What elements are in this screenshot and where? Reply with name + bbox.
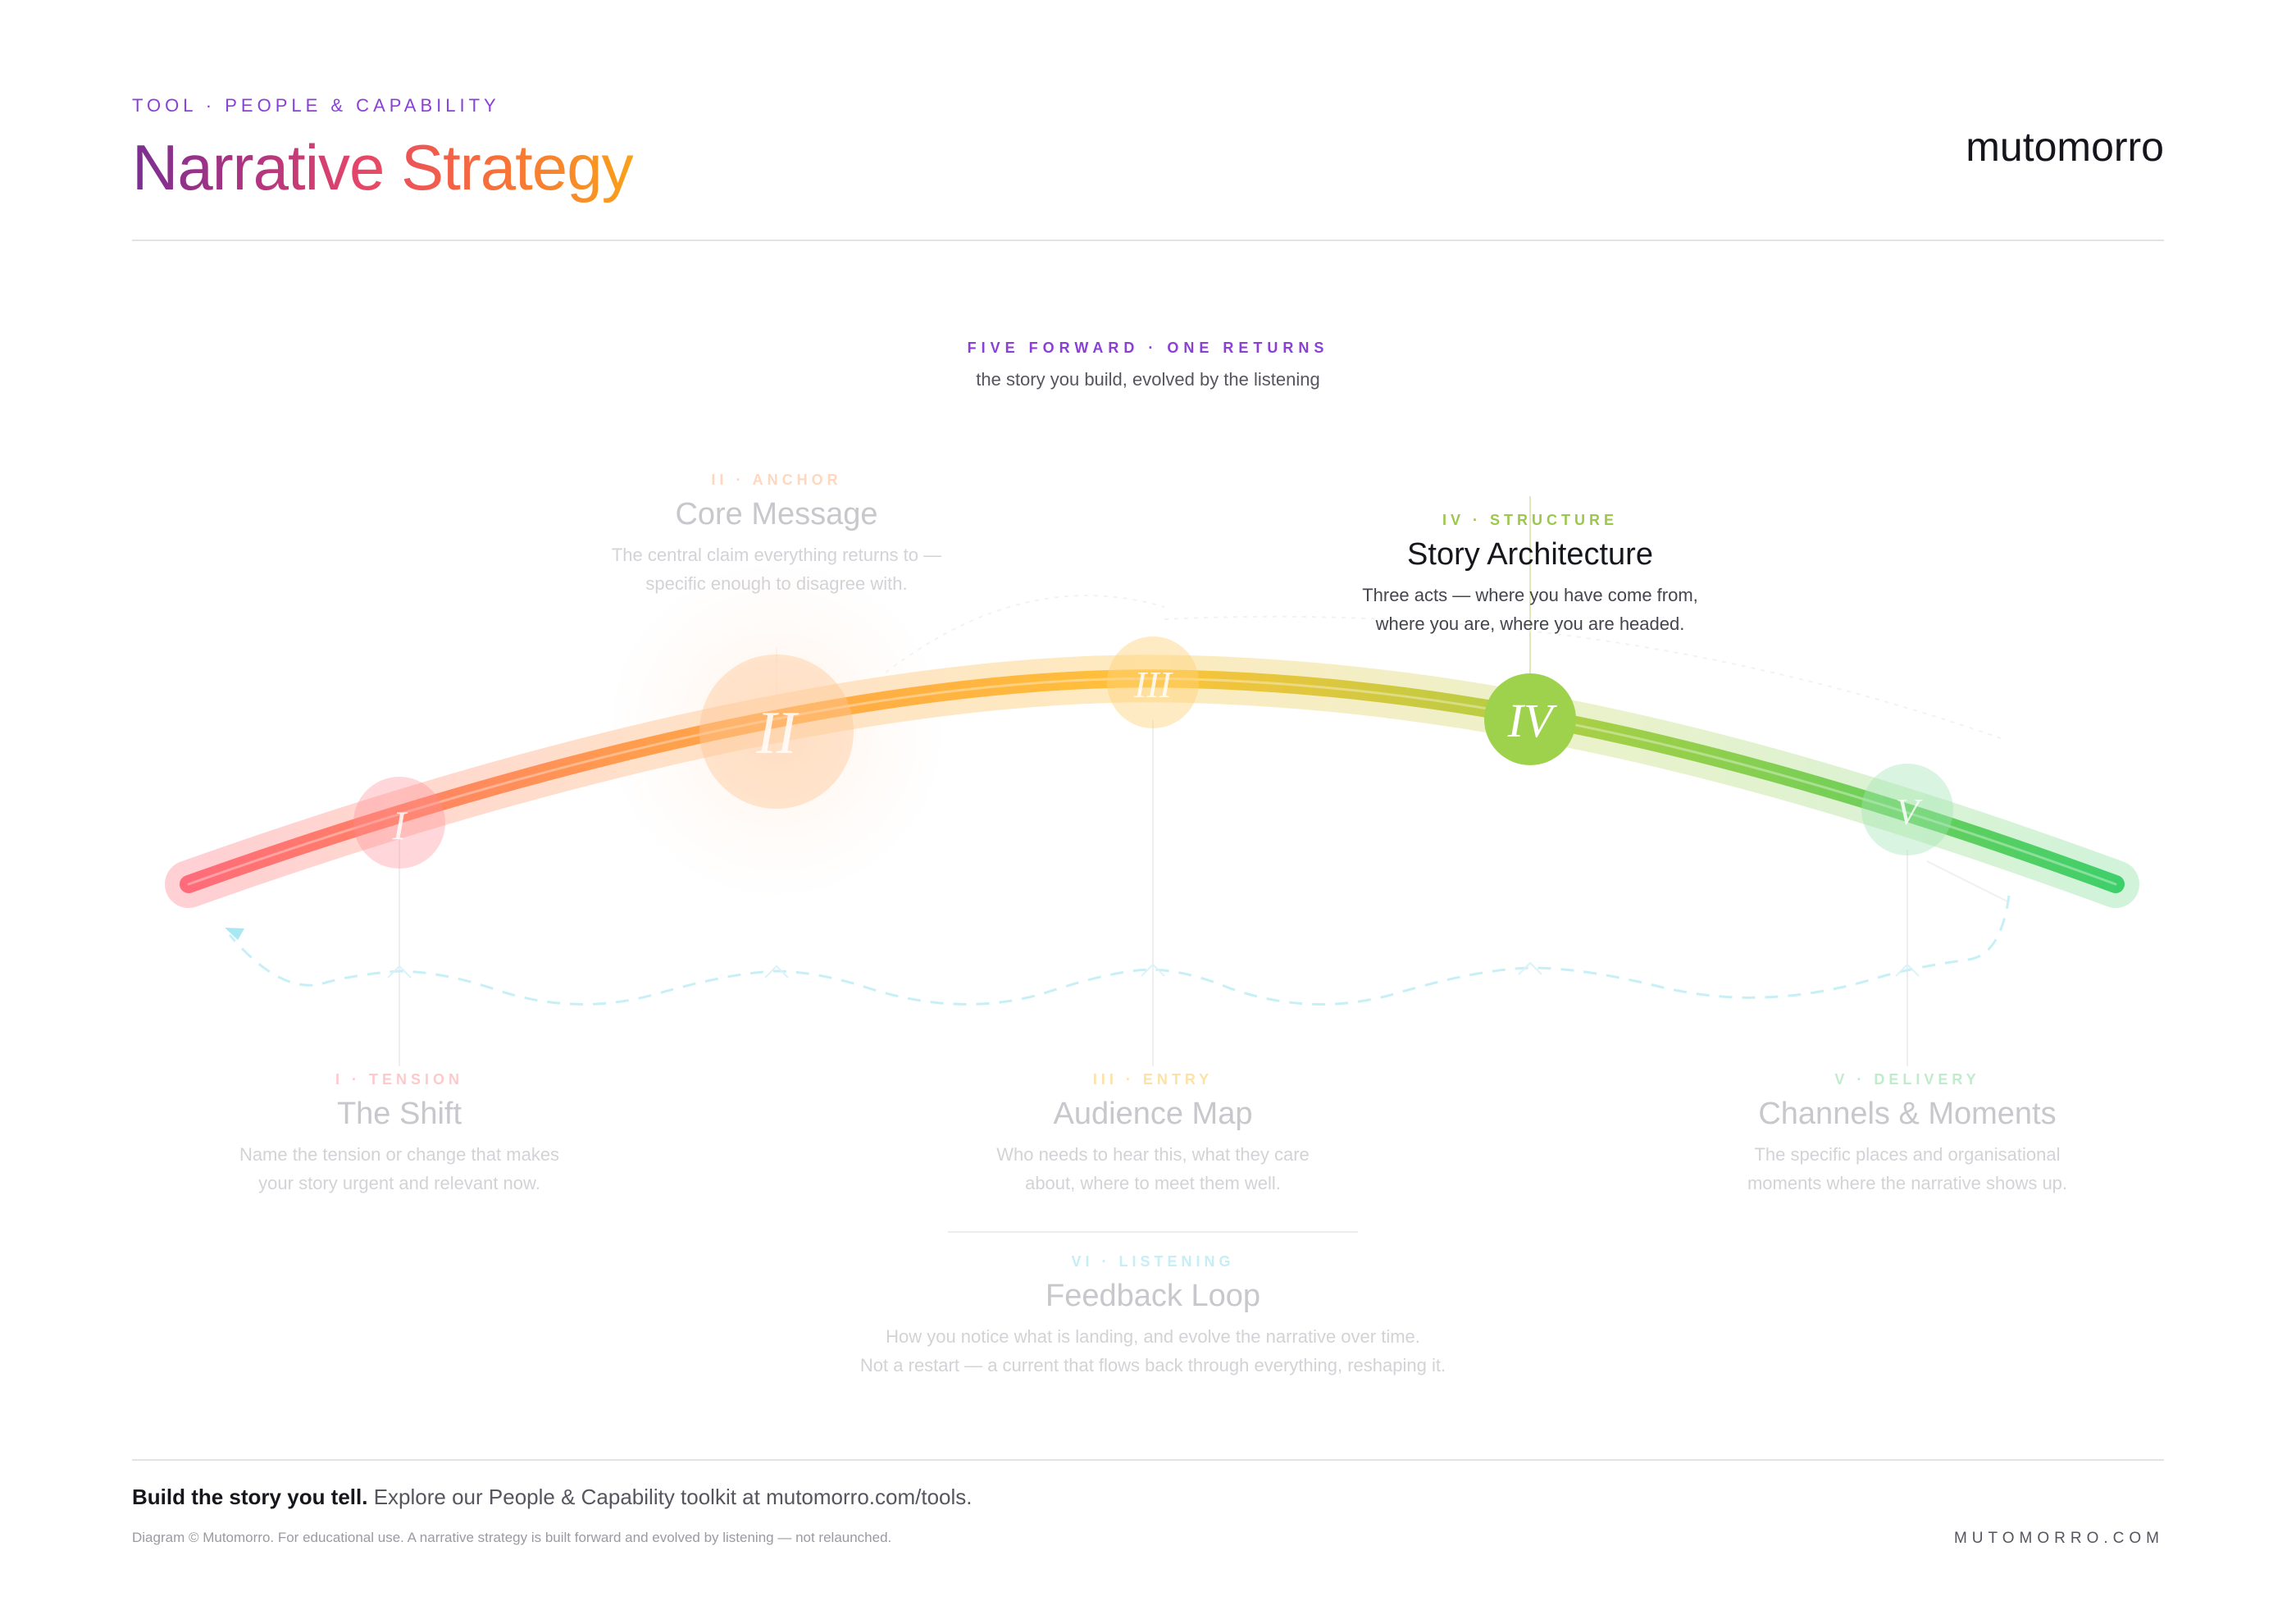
stage-vi-title: Feedback Loop — [1046, 1279, 1260, 1313]
stage-i-desc-2: your story urgent and relevant now. — [258, 1173, 540, 1193]
svg-text:I: I — [392, 802, 408, 848]
diagram-subtitle: the story you build, evolved by the list… — [976, 369, 1320, 390]
stage-vi-desc-1: How you notice what is landing, and evol… — [886, 1326, 1420, 1347]
page-title: Narrative Strategy — [132, 131, 634, 203]
stage-v-desc-2: moments where the narrative shows up. — [1747, 1173, 2068, 1193]
arc-highlight — [187, 677, 2117, 886]
stage-node-iii[interactable]: III — [1107, 636, 1199, 728]
footer-text[interactable]: Explore our People & Capability toolkit … — [373, 1485, 973, 1509]
svg-text:III: III — [1133, 664, 1174, 705]
narrative-arc — [180, 669, 2125, 893]
feedback-arrowhead — [225, 928, 244, 940]
svg-text:II: II — [755, 700, 800, 767]
stage-i-label: I · TENSION — [335, 1071, 463, 1088]
stage-i-title: The Shift — [336, 1097, 462, 1131]
stage-ii-desc-2: specific enough to disagree with. — [645, 573, 908, 594]
stage-vi-label: VI · LISTENING — [1071, 1253, 1235, 1270]
wave-marker-v — [1895, 963, 1920, 977]
stage-iv-desc-2: where you are, where you are headed. — [1375, 614, 1685, 634]
stage-iii-desc-2: about, where to meet them well. — [1025, 1173, 1281, 1193]
stage-i-block[interactable]: I · TENSION The Shift Name the tension o… — [71, 1071, 727, 1197]
header-divider — [132, 239, 2164, 241]
stage-iii-desc-1: Who needs to hear this, what they care — [996, 1144, 1310, 1165]
footer-lead: Build the story you tell. — [132, 1485, 368, 1509]
diagram-tagline: FIVE FORWARD · ONE RETURNS — [967, 340, 1329, 356]
stage-ii-block[interactable]: II · ANCHOR Core Message The central cla… — [449, 472, 1105, 598]
stage-iii-label: III · ENTRY — [1092, 1071, 1214, 1088]
stage-node-ii[interactable]: II — [699, 655, 854, 809]
stage-ii-desc-1: The central claim everything returns to … — [611, 545, 942, 565]
stage-ii-label: II · ANCHOR — [711, 472, 842, 488]
stage-v-label: V · DELIVERY — [1834, 1071, 1980, 1088]
stage-iv-desc-1: Three acts — where you have come from, — [1362, 585, 1698, 605]
stage-node-iv[interactable]: IV — [1484, 673, 1576, 765]
stage-i-desc-1: Name the tension or change that makes — [239, 1144, 560, 1165]
wave-marker-ii — [764, 965, 789, 979]
stage-iv-label: IV · STRUCTURE — [1442, 512, 1618, 528]
stage-vi-desc-2: Not a restart — a current that flows bac… — [859, 1355, 1446, 1375]
feedback-wave — [228, 895, 2011, 1006]
stage-node-v[interactable]: V — [1861, 764, 1953, 855]
footer-site-link[interactable]: MUTOMORRO.COM — [1953, 1530, 2164, 1547]
stage-vi-block[interactable]: VI · LISTENING Feedback Loop How you not… — [743, 1253, 1563, 1380]
return-connector — [1926, 860, 2010, 903]
stage-iii-title: Audience Map — [1053, 1097, 1253, 1131]
footer-note: Diagram © Mutomorro. For educational use… — [132, 1530, 892, 1545]
brand-logo[interactable]: mutomorro — [1966, 124, 2164, 170]
wave-marker-i — [387, 965, 412, 979]
stage-node-i[interactable]: I — [353, 777, 445, 869]
footer-cta: Build the story you tell. Explore our Pe… — [132, 1485, 973, 1510]
svg-text:V: V — [1896, 791, 1923, 833]
stage-iii-block[interactable]: III · ENTRY Audience Map Who needs to he… — [825, 1071, 1481, 1197]
wave-marker-iii — [1141, 963, 1165, 977]
stage-ii-title: Core Message — [675, 497, 878, 531]
wave-marker-iv — [1518, 961, 1542, 975]
stage-v-desc-1: The specific places and organisational — [1754, 1144, 2061, 1165]
stage-v-title: Channels & Moments — [1758, 1097, 2057, 1131]
footer-divider — [132, 1459, 2164, 1461]
stage-iv-block[interactable]: IV · STRUCTURE Story Architecture Three … — [1202, 512, 1858, 638]
stage-v-block[interactable]: V · DELIVERY Channels & Moments The spec… — [1579, 1071, 2235, 1197]
stage-iv-title: Story Architecture — [1407, 537, 1653, 572]
eyebrow: TOOL · PEOPLE & CAPABILITY — [132, 95, 500, 116]
svg-text:IV: IV — [1507, 694, 1558, 747]
